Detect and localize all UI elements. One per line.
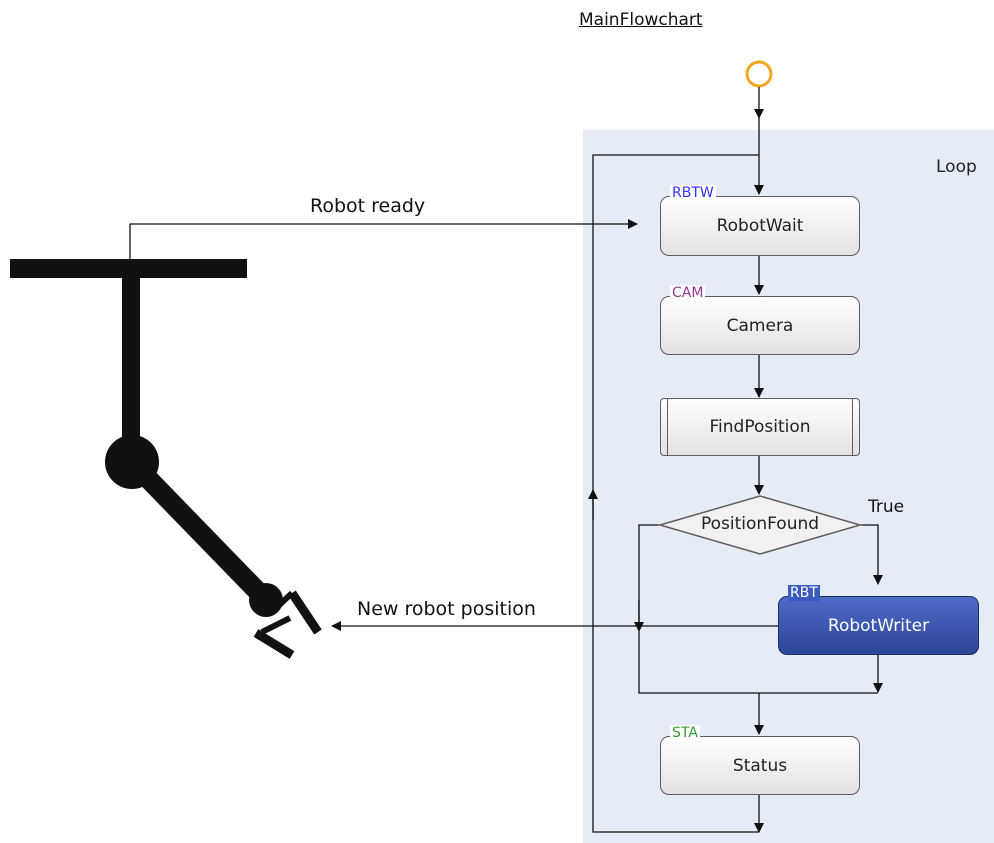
new-robot-position-label: New robot position	[357, 598, 536, 620]
robot-writer-badge: RBT	[788, 585, 820, 601]
robot-arm-icon	[10, 259, 322, 659]
position-found-label: PositionFound	[700, 514, 820, 534]
robot-wait-node[interactable]: RBTW RobotWait	[660, 185, 860, 256]
loop-label: Loop	[936, 157, 977, 177]
camera-badge: CAM	[670, 285, 706, 301]
robot-wait-label: RobotWait	[716, 216, 804, 236]
robot-wait-badge: RBTW	[670, 185, 716, 201]
true-branch-label: True	[868, 497, 905, 517]
camera-label: Camera	[726, 315, 794, 336]
status-badge: STA	[670, 725, 700, 741]
robot-writer-node[interactable]: RBT RobotWriter	[778, 585, 979, 655]
position-found-decision[interactable]	[657, 495, 863, 555]
camera-node[interactable]: CAM Camera	[660, 285, 860, 355]
status-node[interactable]: STA Status	[660, 725, 860, 795]
status-label: Status	[732, 755, 788, 776]
robot-ready-label: Robot ready	[310, 195, 426, 217]
find-position-label: FindPosition	[709, 417, 811, 437]
flowchart-title[interactable]: MainFlowchart	[579, 10, 703, 30]
find-position-node[interactable]: FindPosition	[660, 398, 860, 456]
robot-writer-label: RobotWriter	[827, 615, 930, 636]
start-circle-icon[interactable]	[745, 60, 773, 88]
